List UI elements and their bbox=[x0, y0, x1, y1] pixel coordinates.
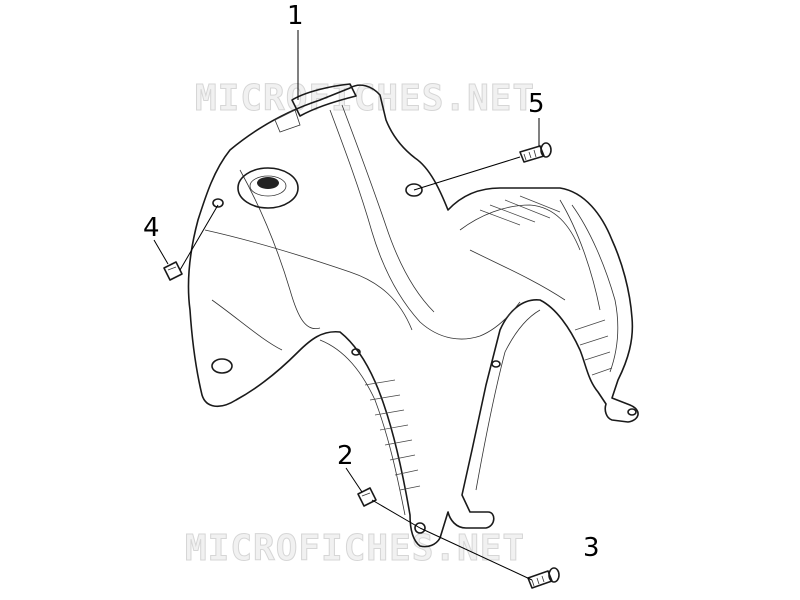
callout-4: 4 bbox=[143, 213, 160, 243]
callout-1: 1 bbox=[287, 1, 304, 31]
screw-part-3 bbox=[527, 567, 560, 589]
clip-nut-part-2 bbox=[357, 487, 377, 507]
callout-3: 3 bbox=[583, 533, 600, 563]
watermark-top: MICROFICHES.NET bbox=[195, 78, 535, 119]
callout-5: 5 bbox=[528, 89, 545, 119]
leader-2b bbox=[371, 499, 421, 529]
leader-2 bbox=[345, 467, 363, 493]
leader-5b bbox=[413, 156, 521, 191]
clip-nut-part-4 bbox=[163, 261, 183, 281]
leader-3 bbox=[419, 527, 533, 581]
front-cover-part bbox=[187, 83, 639, 548]
leader-4b bbox=[179, 204, 219, 271]
callout-2: 2 bbox=[337, 441, 354, 471]
watermark-bottom: MICROFICHES.NET bbox=[185, 528, 525, 569]
leader-4 bbox=[153, 239, 169, 265]
screw-part-5 bbox=[519, 142, 552, 163]
